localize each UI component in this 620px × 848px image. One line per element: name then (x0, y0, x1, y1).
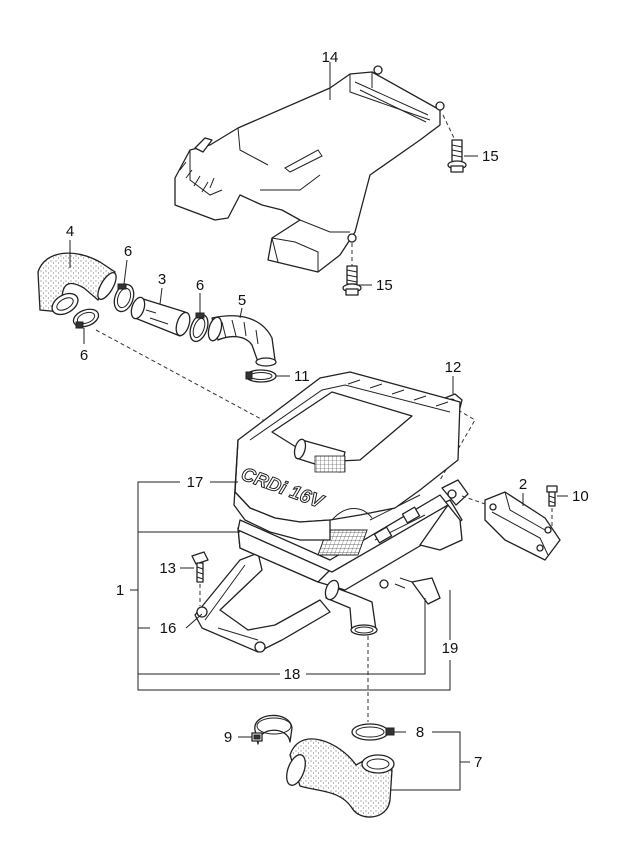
intake-hose-elbow (37, 252, 117, 316)
label-part-6-top: 6 (124, 243, 132, 260)
label-part-18: 18 (284, 666, 301, 683)
hose-clamp-6-top (113, 283, 135, 313)
air-cleaner-assembly: CRDi 16V (194, 371, 469, 653)
connecting-tube (130, 296, 191, 337)
bolt-10 (546, 485, 558, 528)
hose-clamp-6-bottom (72, 308, 100, 329)
label-part-12: 12 (445, 359, 462, 376)
label-part-6-bottom: 6 (80, 347, 88, 364)
label-part-1: 1 (116, 582, 124, 599)
label-part-8: 8 (416, 724, 424, 741)
label-part-19: 19 (442, 640, 459, 657)
label-part-16: 16 (160, 620, 177, 637)
label-part-11: 11 (294, 368, 310, 385)
label-part-4: 4 (66, 223, 74, 240)
outlet-hose (286, 738, 395, 818)
label-part-6-mid: 6 (196, 277, 204, 294)
hose-clamp-9 (251, 714, 293, 745)
hose-clamp-6-mid (189, 312, 209, 343)
part-labels: 14 15 15 4 6 3 6 5 6 11 12 2 10 17 13 1 … (66, 49, 589, 771)
label-part-9: 9 (224, 729, 232, 746)
label-part-14: 14 (322, 49, 339, 66)
label-part-17: 17 (187, 474, 204, 491)
bolt-13 (191, 551, 209, 606)
bolt-upper (442, 114, 467, 173)
hose-clamp-8 (351, 723, 395, 741)
alignment-line-hose (95, 329, 301, 441)
label-part-15-upper: 15 (482, 148, 499, 165)
leader-lines (69, 62, 568, 791)
label-part-7: 7 (474, 754, 482, 771)
mounting-bracket (461, 491, 561, 561)
label-part-10: 10 (572, 488, 589, 505)
hose-clamp-11 (245, 369, 277, 383)
label-part-5: 5 (238, 292, 246, 309)
bolt-lower (342, 243, 362, 296)
label-part-3: 3 (158, 271, 166, 288)
label-part-15-lower: 15 (376, 277, 393, 294)
label-part-13: 13 (159, 560, 176, 577)
label-part-2: 2 (519, 476, 527, 493)
air-intake-duct (174, 65, 445, 273)
short-hose (207, 315, 277, 367)
